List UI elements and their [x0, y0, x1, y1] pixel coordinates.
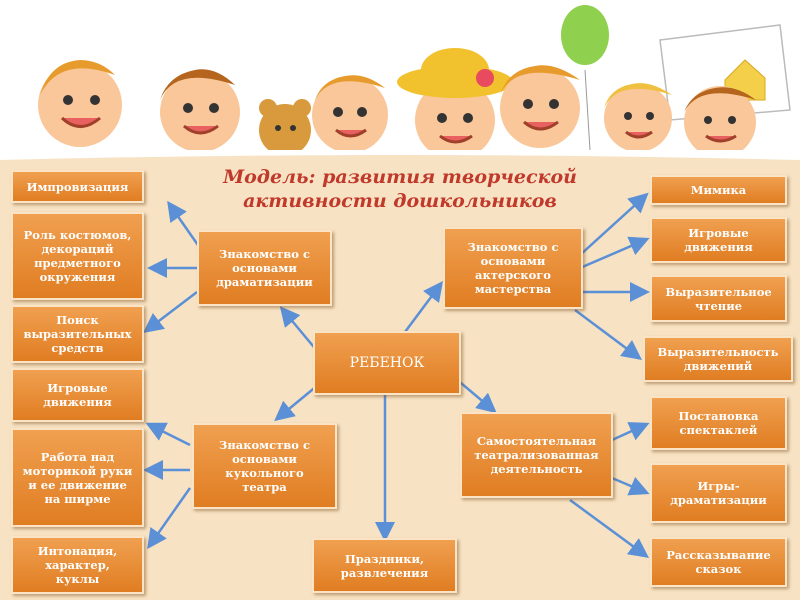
arrow-acting-to-item-2: [579, 236, 650, 270]
right-item-6: Игры- драматизации: [650, 463, 787, 523]
kid-6-icon: [604, 83, 672, 152]
teddy-bear-icon: [259, 99, 311, 156]
left-item-4: Игровые движения: [11, 368, 144, 422]
right-item-2: Игровые движения: [650, 217, 787, 263]
arrow-puppet-to-item-4: [145, 422, 191, 447]
arrow-center-to-puppet: [274, 384, 319, 422]
arrow-ind-to-item-5: [611, 422, 650, 442]
puppet-label: Знакомство с основами кукольного театра: [219, 438, 310, 494]
left-item-3: Поиск выразительных средств: [11, 305, 144, 363]
right-item-1: Мимика: [650, 175, 787, 205]
left-item-3-label: Поиск выразительных средств: [23, 313, 132, 355]
arrow-ind-to-item-6: [611, 476, 650, 496]
kid-1-icon: [38, 60, 122, 147]
dramatization-label: Знакомство с основами драматизации: [216, 247, 313, 289]
left-item-6-label: Интонация, характер, куклы: [37, 544, 118, 586]
balloon-icon: [561, 5, 609, 65]
independent-node: Самостоятельная театрализованная деятель…: [460, 412, 613, 498]
kid-2-icon: [160, 69, 240, 152]
right-item-4-label: Выразительность движений: [657, 345, 779, 373]
right-item-7-label: Рассказывание сказок: [666, 548, 771, 576]
left-item-5: Работа над моторикой руки и ее движение …: [11, 428, 144, 527]
left-item-6: Интонация, характер, куклы: [11, 536, 144, 594]
right-item-6-label: Игры- драматизации: [670, 479, 767, 507]
independent-label: Самостоятельная театрализованная деятель…: [474, 434, 599, 476]
kid-4-icon: [397, 48, 513, 160]
right-item-3-label: Выразительное чтение: [665, 284, 772, 313]
child-center-label: РЕБЕНОК: [349, 355, 425, 371]
right-item-3: Выразительное чтение: [650, 275, 787, 322]
arrow-center-to-dramatization: [279, 306, 319, 353]
left-item-2: Роль костюмов, декораций предметного окр…: [11, 212, 144, 300]
arrow-center-to-acting: [403, 280, 443, 333]
kid-5-icon: [500, 65, 580, 148]
children-illustration: [0, 5, 800, 165]
arrow-dram-to-item-1: [167, 200, 202, 249]
title-line-1: Модель: развития творческой: [223, 166, 577, 188]
dramatization-node: Знакомство с основами драматизации: [197, 230, 332, 306]
diagram-title: Модель: развития творческой активности д…: [190, 165, 610, 213]
acting-node: Знакомство с основами актерского мастерс…: [443, 227, 583, 309]
arrow-acting-to-item-1: [579, 192, 649, 256]
left-item-2-label: Роль костюмов, декораций предметного окр…: [23, 228, 132, 284]
kid-7-icon: [684, 86, 756, 158]
right-item-5-label: Постановка спектаклей: [678, 409, 759, 437]
holidays-label: Праздники, развлечения: [340, 551, 429, 580]
kids-banner: [0, 0, 800, 165]
arrow-dram-to-item-3: [143, 291, 198, 334]
puppet-node: Знакомство с основами кукольного театра: [192, 423, 337, 509]
title-line-2: активности дошкольников: [243, 190, 557, 212]
child-center-node: РЕБЕНОК: [313, 331, 461, 395]
right-item-2-label: Игровые движения: [684, 226, 753, 254]
holidays-node: Праздники, развлечения: [312, 538, 457, 593]
arrow-puppet-to-item-6: [147, 487, 192, 550]
arrow-ind-to-item-7: [569, 498, 650, 558]
right-item-5: Постановка спектаклей: [650, 396, 787, 450]
arrow-center-to-independent: [454, 377, 497, 414]
acting-label: Знакомство с основами актерского мастерс…: [467, 240, 559, 296]
right-item-7: Рассказывание сказок: [650, 537, 787, 587]
left-item-1: Импровизация: [11, 170, 144, 203]
right-item-4: Выразительность движений: [643, 336, 793, 382]
right-item-1-label: Мимика: [690, 183, 747, 197]
arrow-acting-to-item-4: [574, 308, 643, 360]
left-item-1-label: Импровизация: [26, 179, 129, 194]
left-item-4-label: Игровые движения: [43, 381, 112, 409]
kid-3-icon: [312, 75, 388, 153]
left-item-5-label: Работа над моторикой руки и ее движение …: [22, 449, 133, 506]
